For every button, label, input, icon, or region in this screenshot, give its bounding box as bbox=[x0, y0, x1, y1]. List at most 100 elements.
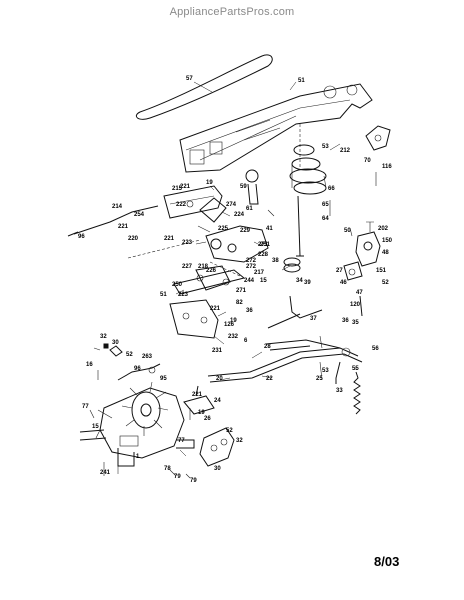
idler-arm bbox=[245, 169, 259, 205]
callout: 221 bbox=[164, 236, 175, 242]
rod-33 bbox=[335, 361, 341, 384]
callout: 53 bbox=[322, 368, 329, 374]
watermark: AppliancePartsPros.com bbox=[169, 6, 295, 18]
callout: 52 bbox=[126, 352, 133, 358]
callout: 28 bbox=[264, 344, 271, 350]
callout: 77 bbox=[178, 438, 185, 444]
callout: 47 bbox=[356, 290, 363, 296]
callout: 78 bbox=[164, 466, 171, 472]
callout: 32 bbox=[100, 334, 107, 340]
callout: 96 bbox=[134, 366, 141, 372]
callout: 225 bbox=[218, 226, 229, 232]
callout: 217 bbox=[254, 270, 265, 276]
callout: 34 bbox=[296, 278, 303, 284]
callout: 250 bbox=[172, 282, 183, 288]
brake-bracket-right bbox=[343, 221, 381, 281]
callout: 215 bbox=[172, 186, 183, 192]
callout: 41 bbox=[266, 226, 273, 232]
callout-labels: 57 51 53 212 70 116 66 59 61 65 64 19 22… bbox=[78, 76, 393, 484]
callout: 52 bbox=[382, 280, 389, 286]
callout: 19 bbox=[206, 180, 213, 186]
callout: 272 bbox=[246, 258, 257, 264]
callout: 46 bbox=[340, 280, 347, 286]
callout: 65 bbox=[322, 202, 329, 208]
callout: 120 bbox=[350, 302, 361, 308]
callout: 26 bbox=[204, 416, 211, 422]
transaxle-mount-bracket bbox=[199, 427, 235, 467]
transaxle bbox=[79, 381, 195, 467]
fasteners-left bbox=[89, 343, 191, 479]
callout: 1 bbox=[136, 454, 140, 460]
callout: 202 bbox=[378, 226, 389, 232]
callout: 95 bbox=[160, 376, 167, 382]
idler-pulley bbox=[283, 257, 301, 273]
callout: 59 bbox=[240, 184, 247, 190]
extension-spring bbox=[353, 366, 361, 415]
shift-rod bbox=[67, 205, 159, 237]
callout: 79 bbox=[174, 474, 181, 480]
callout: 24 bbox=[214, 398, 221, 404]
shift-lever-assembly bbox=[163, 185, 227, 223]
callout: 241 bbox=[100, 470, 111, 476]
callout: 16 bbox=[86, 362, 93, 368]
callout: 126 bbox=[224, 322, 235, 328]
bracket-right bbox=[365, 125, 391, 151]
callout: 232 bbox=[228, 334, 239, 340]
callout: 218 bbox=[198, 264, 209, 270]
center-linkage bbox=[127, 225, 269, 277]
callout: 229 bbox=[240, 228, 251, 234]
callout: 116 bbox=[382, 164, 392, 170]
callout: 50 bbox=[344, 228, 351, 234]
callout: 251 bbox=[260, 242, 271, 248]
callout: 61 bbox=[246, 206, 253, 212]
callout: 220 bbox=[128, 236, 139, 242]
callout: 32 bbox=[236, 438, 243, 444]
brake-rod bbox=[267, 295, 323, 329]
callout: 66 bbox=[328, 186, 335, 192]
callout: 27 bbox=[336, 268, 343, 274]
callout: 274 bbox=[226, 202, 237, 208]
callout: 221 bbox=[192, 392, 203, 398]
callout: 30 bbox=[112, 340, 119, 346]
linkage-rod-95 bbox=[117, 363, 161, 381]
callout: 272 bbox=[246, 264, 257, 270]
callout: 53 bbox=[322, 144, 329, 150]
callout: 15 bbox=[92, 424, 99, 430]
callout: 38 bbox=[272, 258, 279, 264]
callout: 39 bbox=[304, 280, 311, 286]
callout: 77 bbox=[82, 404, 89, 410]
callout: 19 bbox=[230, 318, 237, 324]
callout: 51 bbox=[298, 78, 305, 84]
leader-lines bbox=[117, 81, 341, 474]
callout: 52 bbox=[226, 428, 233, 434]
drive-belt bbox=[135, 54, 273, 120]
callout: 214 bbox=[112, 204, 123, 210]
callout: 223 bbox=[182, 240, 193, 246]
callout: 151 bbox=[376, 268, 387, 274]
callout: 271 bbox=[236, 288, 247, 294]
callout: 56 bbox=[372, 346, 379, 352]
callout: 231 bbox=[212, 348, 223, 354]
rod-120 bbox=[359, 295, 363, 317]
callout: 221 bbox=[180, 184, 191, 190]
fasteners-right bbox=[267, 172, 377, 381]
callout: 226 bbox=[206, 268, 217, 274]
callout: 35 bbox=[352, 320, 359, 326]
callout: 223 bbox=[178, 292, 189, 298]
callout: 33 bbox=[336, 388, 343, 394]
callout: 254 bbox=[134, 212, 145, 218]
callout: 30 bbox=[214, 466, 221, 472]
vertical-rod bbox=[296, 195, 304, 257]
callout: 263 bbox=[142, 354, 153, 360]
callout: 221 bbox=[210, 306, 221, 312]
callout: 96 bbox=[78, 234, 85, 240]
callout: 82 bbox=[236, 300, 243, 306]
callout: 6 bbox=[244, 338, 248, 344]
callout: 22 bbox=[266, 376, 273, 382]
callout: 221 bbox=[118, 224, 129, 230]
callout: 36 bbox=[342, 318, 349, 324]
callout: 222 bbox=[176, 202, 187, 208]
callout: 228 bbox=[258, 252, 269, 258]
